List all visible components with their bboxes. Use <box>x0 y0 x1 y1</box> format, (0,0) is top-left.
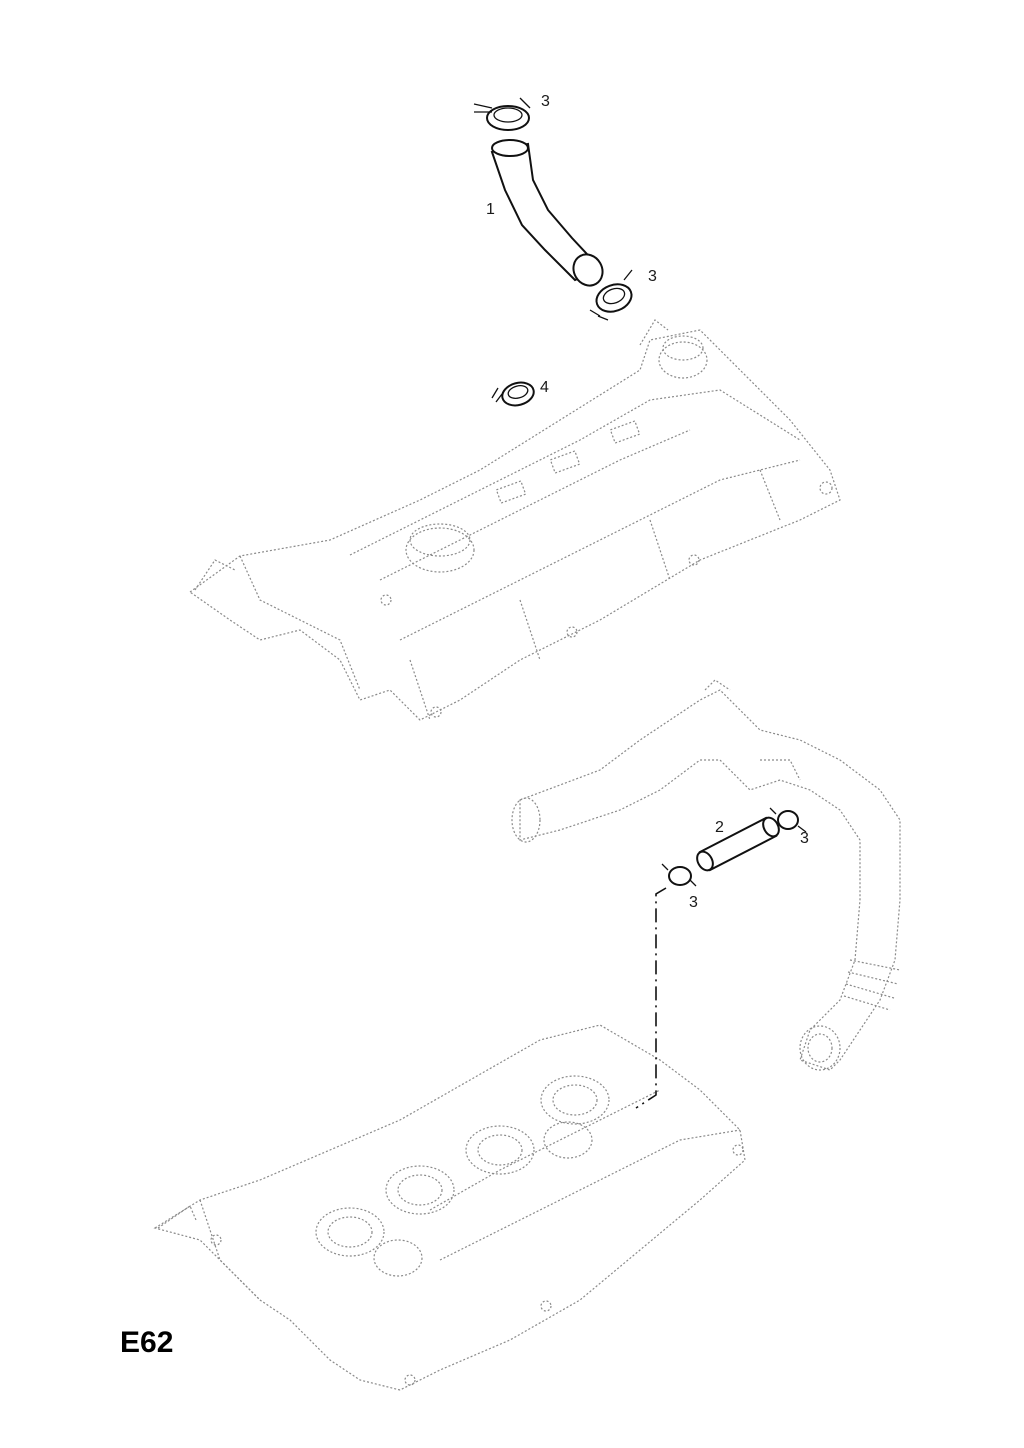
callout-3-top: 3 <box>541 93 550 110</box>
breather-hose-icon <box>490 139 604 287</box>
hose-clamp-icon <box>769 807 807 833</box>
figure-code: E62 <box>120 1326 173 1359</box>
camshaft-cover-icon <box>188 319 841 721</box>
hose-clamp-icon <box>473 97 531 131</box>
hose-clamp-icon <box>589 269 633 321</box>
breather-hose-icon <box>696 816 780 872</box>
callout-3-lower: 3 <box>689 894 698 911</box>
air-intake-pipe-icon <box>511 679 901 1071</box>
hose-clamp-icon <box>491 381 535 407</box>
leader-lines <box>635 887 667 1109</box>
callout-3-mid: 3 <box>648 268 657 285</box>
callout-1: 1 <box>486 201 495 218</box>
callout-2: 2 <box>715 819 724 836</box>
intake-manifold-icon <box>153 1024 746 1391</box>
hose-clamp-icon <box>661 863 697 887</box>
callout-4: 4 <box>540 379 549 396</box>
callout-3-right: 3 <box>800 830 809 847</box>
